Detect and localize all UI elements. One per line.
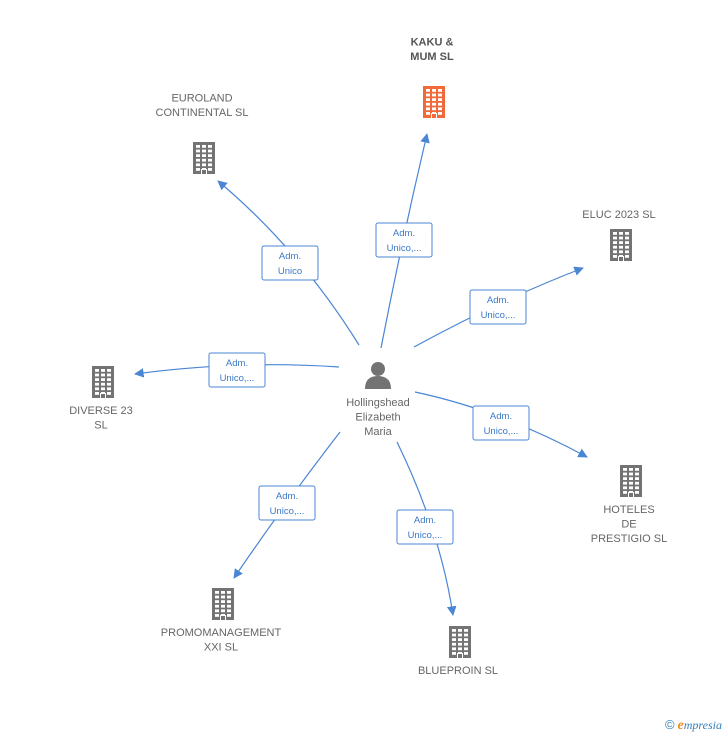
- building-icon-eluc: [610, 229, 632, 261]
- relation-label-hoteles: Adm.Unico,...: [484, 411, 519, 437]
- relation-box-diverse[interactable]: Adm.Unico,...: [208, 352, 266, 388]
- building-icon-kaku: [423, 86, 445, 118]
- building-icon-promo: [212, 588, 234, 620]
- company-label-eluc: ELUC 2023 SL: [582, 209, 655, 221]
- relation-label-diverse: Adm.Unico,...: [220, 358, 255, 384]
- building-icon-hoteles: [620, 465, 642, 497]
- company-label-kaku: KAKU &MUM SL: [410, 37, 454, 64]
- empresia-watermark: ©empresia: [665, 717, 722, 734]
- building-icon-euroland: [193, 142, 215, 174]
- relation-box-hoteles[interactable]: Adm.Unico,...: [472, 405, 530, 441]
- brand-initial: e: [677, 718, 684, 733]
- relation-box-promo[interactable]: Adm.Unico,...: [258, 485, 316, 521]
- relation-box-euroland[interactable]: Adm.Unico: [261, 245, 319, 281]
- relation-label-promo: Adm.Unico,...: [270, 491, 305, 517]
- person-icon: [365, 362, 391, 389]
- relation-label-eluc: Adm.Unico,...: [481, 295, 516, 321]
- relation-box-kaku[interactable]: Adm.Unico,...: [375, 222, 433, 258]
- relation-label-blueproin: Adm.Unico,...: [408, 515, 443, 541]
- relation-box-eluc[interactable]: Adm.Unico,...: [469, 289, 527, 325]
- relation-label-kaku: Adm.Unico,...: [387, 228, 422, 254]
- edges-layer: [134, 133, 588, 616]
- company-label-blueproin: BLUEPROIN SL: [418, 665, 498, 677]
- copyright-symbol: ©: [664, 717, 675, 732]
- relation-box-blueproin[interactable]: Adm.Unico,...: [396, 509, 454, 545]
- relation-label-euroland: Adm.Unico: [278, 251, 302, 277]
- building-icon-diverse: [92, 366, 114, 398]
- relations-layer: Adm.Unico,...Adm.UnicoAdm.Unico,...Adm.U…: [208, 222, 530, 545]
- brand-name: mpresia: [683, 718, 722, 732]
- building-icon-blueproin: [449, 626, 471, 658]
